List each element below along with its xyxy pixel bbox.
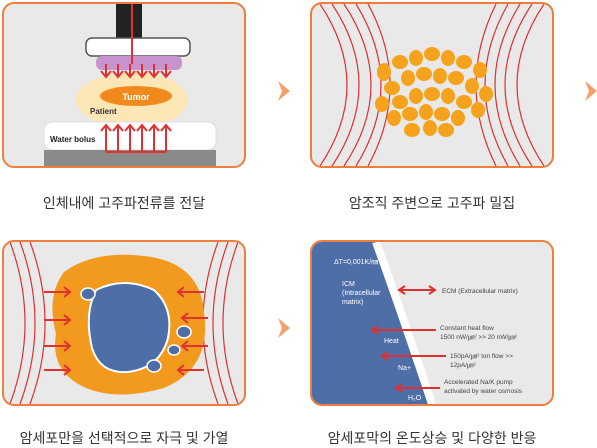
- h2o-label: H₂O: [408, 395, 422, 402]
- ion-flow-arrow: [380, 351, 446, 361]
- water-arrow: [394, 383, 440, 393]
- water-bolus-label: Water bolus: [50, 135, 96, 144]
- downward-current-arrows: [100, 4, 172, 79]
- organelle: [176, 325, 192, 339]
- organelle: [80, 287, 96, 301]
- tumor-cells: [375, 47, 493, 137]
- step-arrow-icon: [585, 81, 597, 101]
- tumor-label: Tumor: [122, 92, 150, 102]
- panel-membrane-reactions: ΔT=0,001K/㎚ ICM (Intracellular matrix) E…: [310, 240, 554, 406]
- caption-selective-heating: 암세포만을 선택적으로 자극 및 가열: [19, 430, 229, 446]
- pump-label-2: activated by water osmosis: [444, 388, 523, 395]
- ion-flow-label-2: 12pA/㎛²: [450, 362, 476, 370]
- panel-rf-delivery: Tumor Patient Water bolus: [2, 2, 246, 168]
- membrane-reactions-illustration: ΔT=0,001K/㎚ ICM (Intracellular matrix) E…: [312, 242, 523, 404]
- heat-flow-arrow: [370, 325, 436, 335]
- pump-label-1: Accelerated Na/K pump: [444, 379, 513, 386]
- panel-selective-heating: [2, 240, 246, 406]
- organelle: [167, 344, 181, 356]
- ecm-label: ECM (Extracellular matrix): [442, 288, 518, 295]
- cell-membrane: [372, 242, 436, 404]
- applicator-cable: [116, 4, 142, 38]
- tumor-shape: [100, 86, 172, 106]
- rf-delivery-illustration: Tumor Patient Water bolus: [43, 4, 217, 166]
- patient-label: Patient: [90, 107, 117, 116]
- heat-flow-label-2: 1500 nW/㎛² >> 20 nW/㎛²: [440, 334, 518, 342]
- step-arrow-icon: [278, 81, 290, 101]
- heat-flow-label-1: Constant heat flow: [440, 325, 494, 332]
- inward-arrows: [44, 286, 208, 376]
- icm-label-2: (Intracellular: [342, 290, 381, 297]
- field-lines: [319, 4, 545, 166]
- icm-label-1: ICM: [342, 281, 355, 288]
- ion-flow-label-1: 150pA/㎛² Ion flow >>: [450, 353, 513, 361]
- panel-rf-concentration: [310, 2, 554, 168]
- caption-membrane-reactions: 암세포막의 온도상승 및 다양한 반응: [327, 430, 537, 446]
- electrode-top: [85, 37, 191, 57]
- rf-concentration-illustration: [319, 4, 545, 166]
- organelle: [146, 359, 162, 373]
- exchange-arrow: [397, 285, 437, 295]
- caption-rf-delivery: 인체내에 고주파전류를 전달: [42, 195, 206, 211]
- upward-current-arrows: [100, 123, 172, 153]
- caption-rf-concentration: 암조직 주변으로 고주파 밀집: [348, 195, 516, 211]
- delta-t-label: ΔT=0,001K/㎚: [334, 259, 378, 266]
- heat-label: Heat: [384, 338, 399, 345]
- na-label: Na+: [398, 365, 411, 372]
- electrode-pad: [96, 56, 182, 70]
- icm-label-3: matrix): [342, 299, 363, 306]
- cell-nucleus: [87, 282, 171, 374]
- intracellular-region: [312, 242, 432, 404]
- step-arrow-icon: [278, 318, 290, 338]
- selective-heating-illustration: [9, 242, 239, 404]
- table-base: [44, 150, 216, 166]
